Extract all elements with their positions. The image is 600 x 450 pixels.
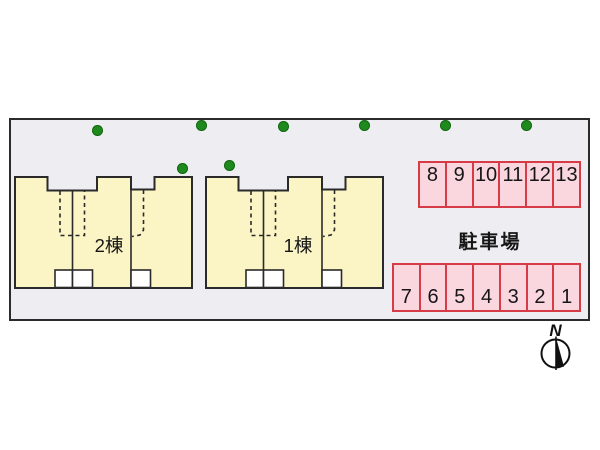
building-1-label: 1棟	[284, 235, 313, 256]
porch-box	[71, 269, 94, 289]
parking-stall-1: 1	[561, 286, 573, 308]
building-2: 2棟	[14, 176, 193, 289]
tree-icon	[196, 120, 207, 131]
parking-area-label: 駐車場	[458, 232, 522, 253]
porch-box	[130, 269, 152, 289]
compass-rose-icon: N	[540, 321, 571, 370]
porch-box	[54, 269, 74, 289]
building-2-outline	[14, 176, 193, 289]
tree-icon	[92, 125, 103, 136]
parking-stall-13: 13	[555, 164, 578, 186]
porch-box	[262, 269, 285, 289]
tree-icon	[177, 163, 188, 174]
parking-stall-12: 12	[527, 163, 555, 206]
tree-icon	[359, 120, 370, 131]
north-label: N	[549, 321, 562, 340]
building-1-outline	[205, 176, 384, 289]
parking-stall-8: 8	[420, 163, 447, 206]
porch-box	[245, 269, 265, 289]
parking-stall-7: 7	[394, 265, 421, 310]
parking-stall-3: 3	[501, 265, 528, 310]
parking-stall-5: 5	[447, 265, 475, 310]
porch-box	[321, 269, 343, 289]
building-2-label: 2棟	[95, 235, 124, 256]
parking-row-bottom: 7 6 5 4 3 2 1	[392, 263, 581, 312]
tree-icon	[278, 121, 289, 132]
parking-stall-10: 10	[474, 163, 501, 206]
parking-stall-9: 9	[447, 163, 474, 206]
parking-stall-2: 2	[528, 265, 555, 310]
entrance-approach-dashed	[250, 191, 277, 237]
parking-stall-4: 4	[474, 265, 501, 310]
tree-icon	[440, 120, 451, 131]
parking-stall-11: 11	[500, 163, 528, 206]
compass-circle	[540, 338, 571, 369]
building-1: 1棟	[205, 176, 384, 289]
parking-stall-6: 6	[421, 265, 448, 310]
tree-icon	[224, 160, 235, 171]
parking-row-top: 8 9 10 11 12 13	[418, 161, 581, 208]
tree-icon	[521, 120, 532, 131]
entrance-approach-dashed	[59, 191, 86, 237]
